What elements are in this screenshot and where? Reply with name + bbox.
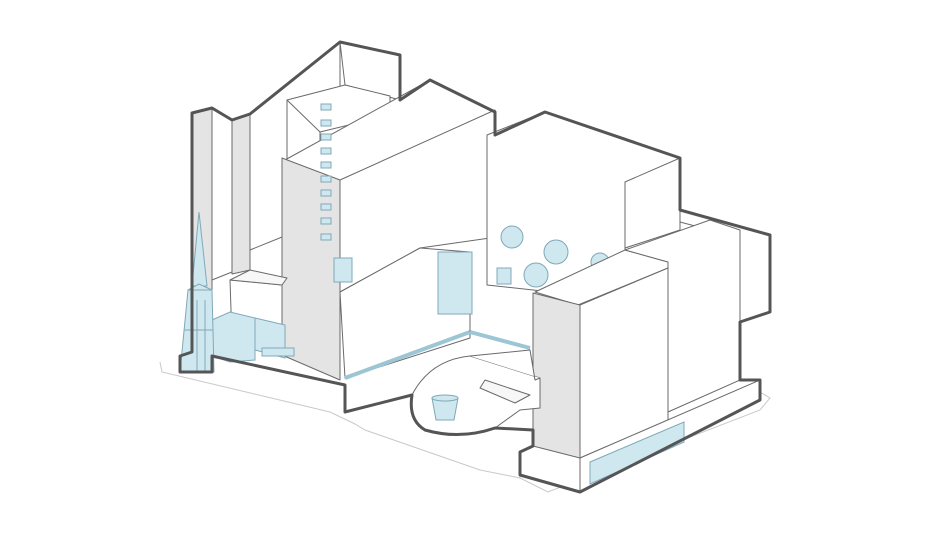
window-pane	[320, 119, 332, 127]
window-pane	[320, 233, 332, 241]
window-pane	[320, 103, 332, 111]
central-tower	[281, 79, 496, 381]
tower-front-right	[519, 219, 761, 493]
window-balcony	[333, 257, 353, 283]
round-window	[500, 225, 524, 249]
plaza-pavilion	[410, 349, 541, 436]
entry-canopy	[261, 347, 295, 357]
round-window	[543, 239, 569, 265]
window-pane	[320, 203, 332, 211]
left-glass-box	[211, 311, 295, 363]
church-spire	[179, 211, 215, 373]
round-window	[523, 262, 549, 288]
massing-outline	[178, 40, 772, 494]
ground-floor-glazing	[589, 421, 685, 485]
window-pane	[320, 189, 332, 197]
window-pane	[320, 147, 332, 155]
window-pane	[320, 161, 332, 169]
window-pane	[320, 133, 332, 141]
window-pane	[320, 175, 332, 183]
square-window	[496, 267, 512, 285]
site-ground-line	[159, 361, 771, 493]
window-pane	[320, 217, 332, 225]
block-round-windows	[486, 111, 771, 323]
window-stack	[320, 103, 353, 283]
facade-glazing-panel	[437, 251, 473, 315]
